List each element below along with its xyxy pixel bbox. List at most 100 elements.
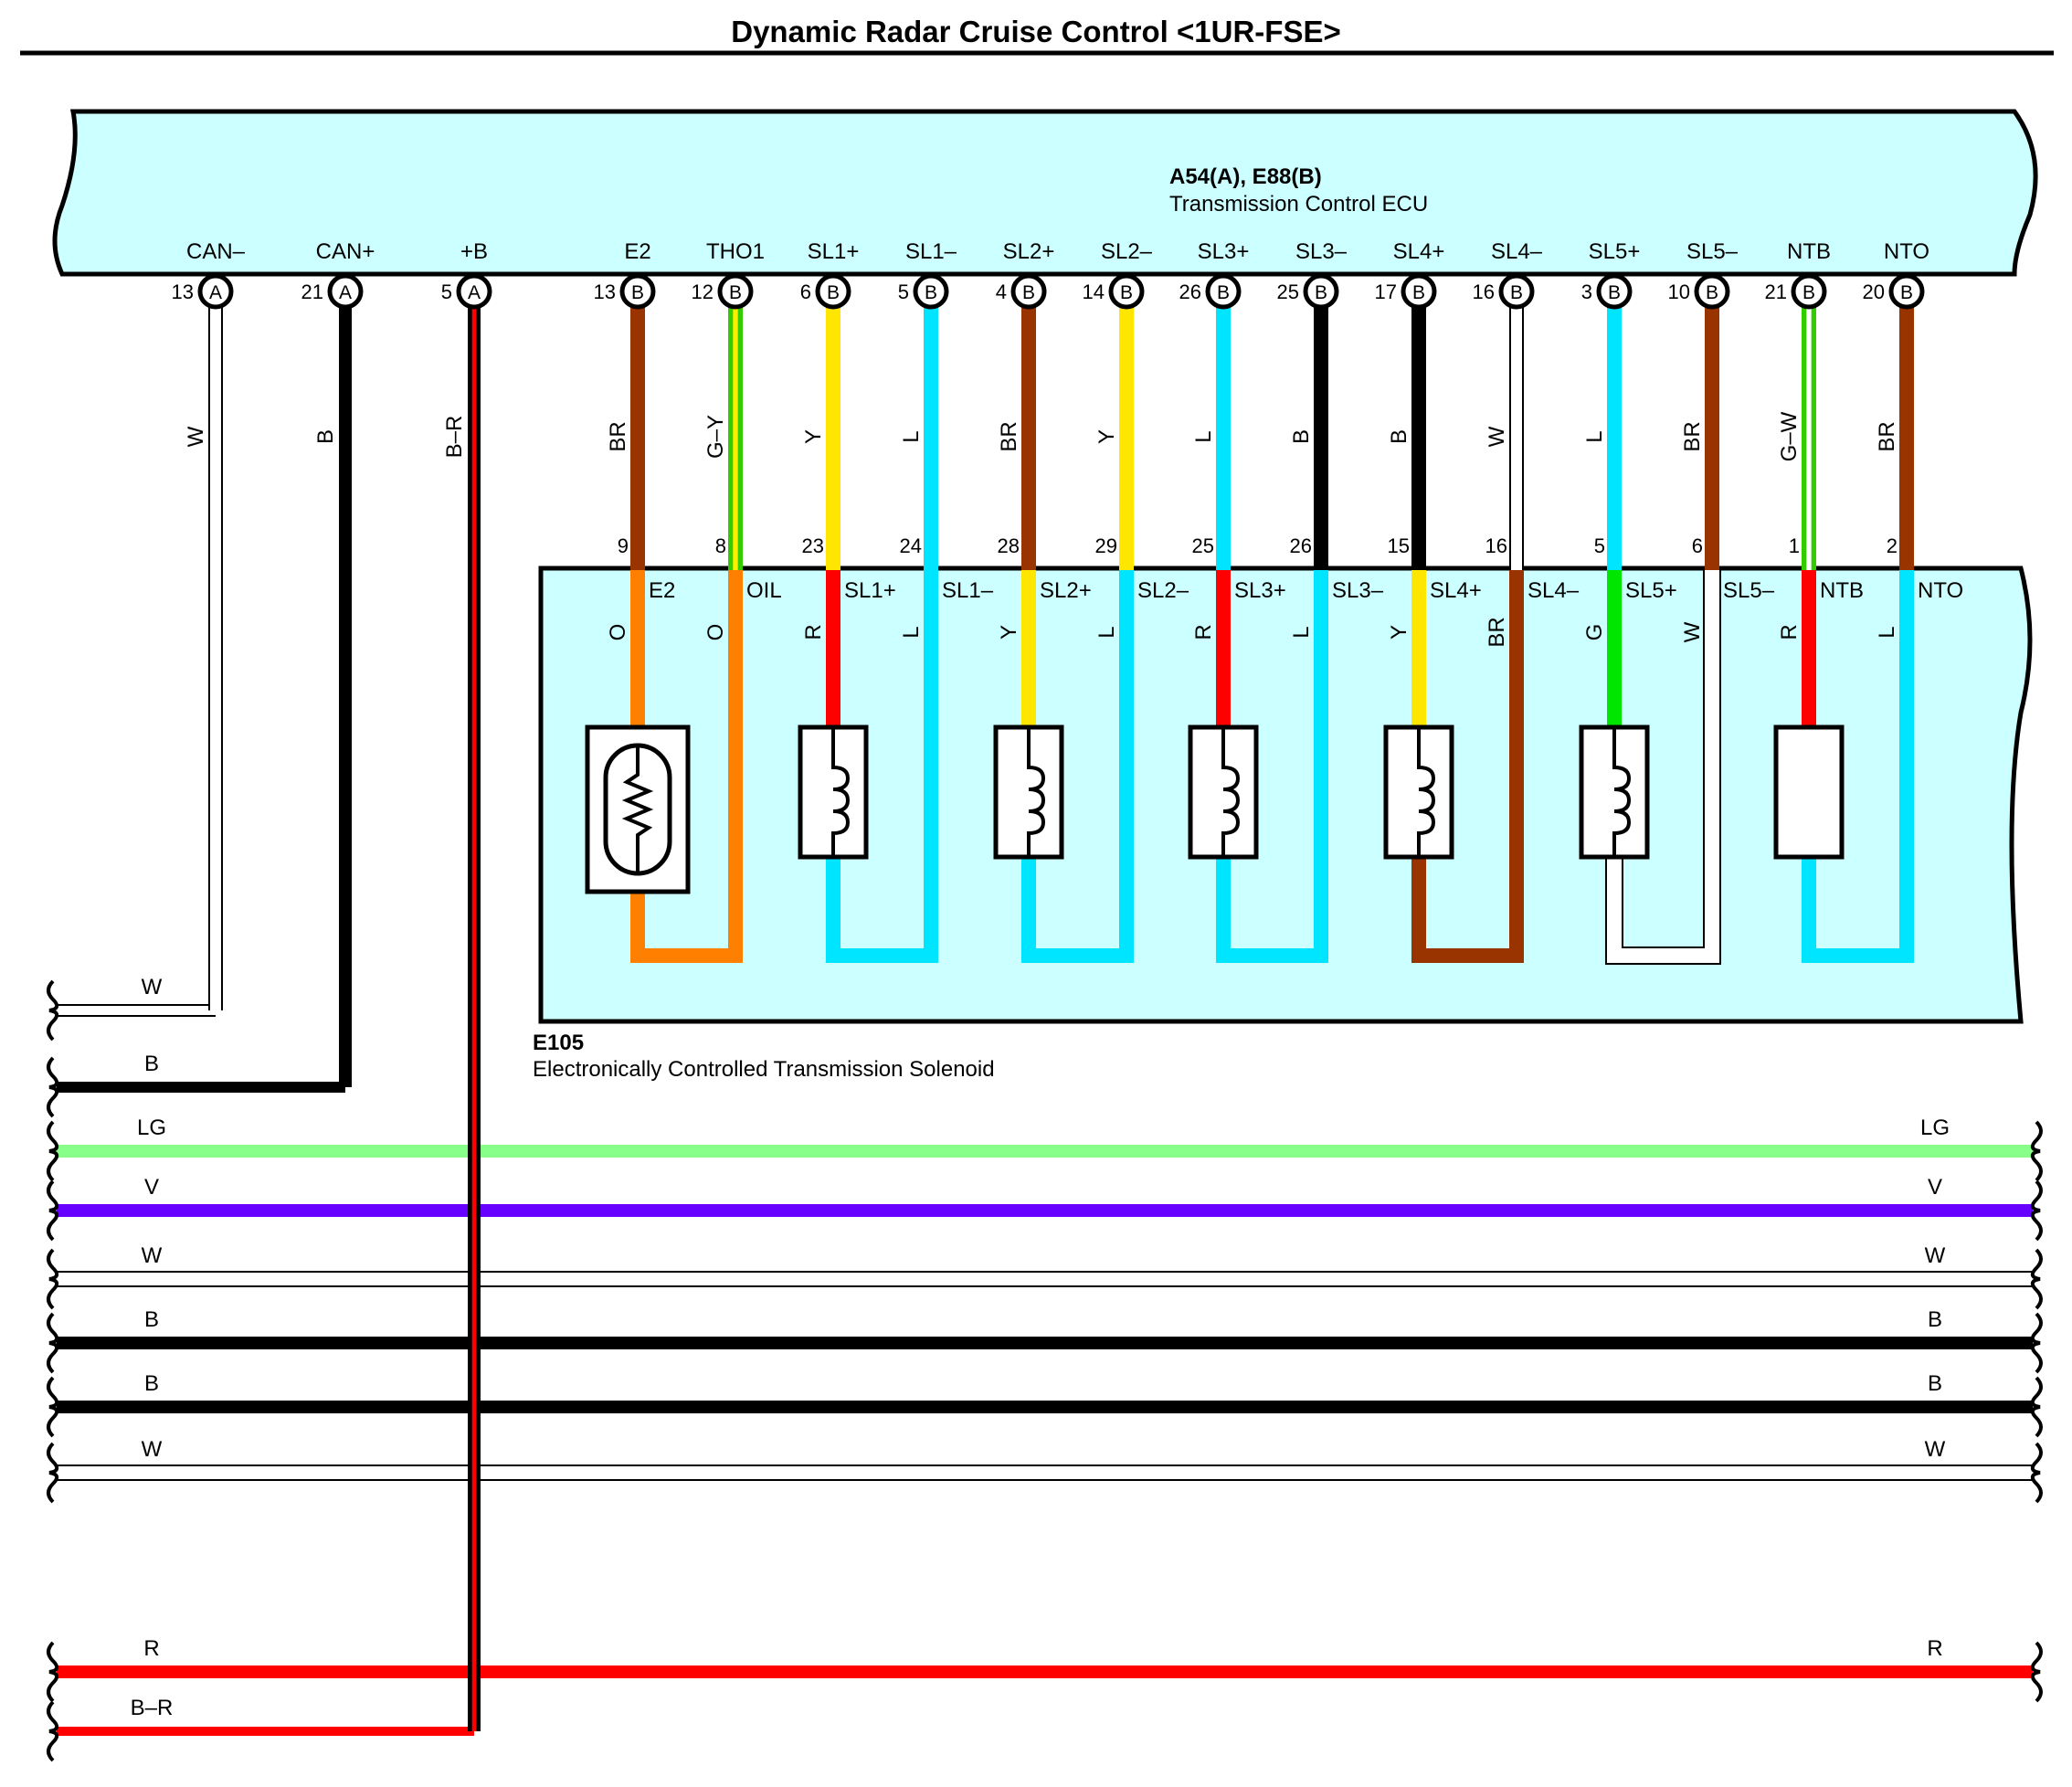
bus-1: B [47,1052,345,1118]
solenoid-pin-number: 15 [1388,534,1410,557]
solenoid-wire-code: O [703,624,728,641]
bus-break-right [2030,1376,2043,1438]
solenoid-wire-code: L [1289,626,1314,638]
bus-label-left: W [142,1243,163,1268]
solenoid-wire-code: L [899,626,924,638]
solenoid-coil-icon [1188,724,1259,860]
labels: E2OOILOSL1+RSL1–LSL2+YSL2–LSL3+RSL3–LSL4… [606,578,1963,648]
solenoid-loop [826,570,938,963]
ecu-pin-number: 13 [172,280,194,303]
ecu-terminal-label: SL3– [1295,239,1348,264]
wire-code: G–Y [703,415,728,459]
solenoid-terminal-label: SL3– [1332,578,1384,603]
page-title: Dynamic Radar Cruise Control <1UR-FSE> [731,15,1341,48]
solenoid-terminal-5: SL2–L [1094,578,1189,639]
connector-letter: B [1120,282,1133,303]
terminal-circle-icon [1401,273,1437,310]
solenoid-pin-number: 23 [802,534,824,557]
ecu-terminal-label: SL1– [905,239,957,264]
ecu-pin-number: 25 [1277,280,1299,303]
bus-label-right: B [1928,1307,1942,1332]
bus-label-right: W [1925,1243,1946,1268]
ecu-pin-number: 14 [1083,280,1105,303]
solenoid-terminal-label: OIL [746,578,782,603]
bus-break-right [2030,1120,2043,1182]
bus-label-left: W [142,1437,163,1462]
ecu-terminal-label: +B [460,239,488,264]
bus-label-right: LG [1920,1116,1950,1140]
terminal-circle-icon [717,273,754,310]
wire-code: L [899,430,924,442]
connector-letter: A [209,282,222,303]
bus-break-left [47,1376,59,1438]
wire-code: B [313,429,338,444]
ecu-terminal-label: SL5+ [1589,239,1641,264]
harness-wires [208,291,1914,1731]
connector-letter: B [1510,282,1523,303]
bus-label-left: R [143,1636,159,1661]
solenoid-terminal-label: SL4+ [1430,578,1482,603]
solenoid-terminal-9: SL4–BR [1485,578,1580,648]
ecu-terminal-label: SL4– [1491,239,1543,264]
bus-break-right [2030,1442,2043,1504]
solenoid-terminal-8: SL4+Y [1387,578,1482,640]
bus-break-left [47,1179,59,1242]
solenoid-wire-code: O [606,624,630,641]
solenoid-wire-code: G [1582,624,1607,641]
solenoid-coil-icon [1579,724,1650,860]
ecu-terminal-label: CAN+ [316,239,375,264]
solenoid-terminal-11: SL5–W [1680,578,1775,642]
connector-letter: B [1217,282,1230,303]
terminal-circle-icon [1596,273,1633,310]
solenoid-wire-code: L [1094,626,1119,638]
solenoid-pin-number: 1 [1789,534,1800,557]
connector-letter: B [631,282,644,303]
ecu-terminal-label: NTO [1884,239,1929,264]
ecu-pin-number: 26 [1179,280,1201,303]
ecu-pin-number: 4 [996,280,1007,303]
ecu-pin-number: 17 [1375,280,1397,303]
solenoid-pin-number: 28 [998,534,1020,557]
terminal-circle-icon [815,273,851,310]
solenoid-coil-icon [993,724,1064,860]
connector-letter: B [1706,282,1718,303]
terminal-circle-icon [1303,273,1339,310]
solenoid-terminal-label: SL1– [942,578,994,603]
ecu-terminal-label: THO1 [706,239,765,264]
ecu-pin-number: 5 [898,280,909,303]
bus-label-right: V [1928,1175,1942,1200]
bus-break-right [2030,1179,2043,1242]
bus-9: B–R [47,1696,474,1762]
bus-break-left [47,1442,59,1504]
wire-code: Y [1094,429,1119,444]
bus-label-right: R [1927,1636,1942,1661]
solenoid-pin-number: 9 [618,534,629,557]
solenoid-pin-number: 2 [1887,534,1898,557]
terminal-circle-icon [1010,273,1047,310]
bus-label-right: W [1925,1437,1946,1462]
ecu-terminal-label: SL5– [1686,239,1739,264]
solenoid-connector-label: E105 [533,1031,584,1055]
speed-sensor-icon [1773,724,1845,860]
ecu-terminal-label: SL4+ [1393,239,1445,264]
solenoid-loop [1411,570,1524,963]
ecu-pin-number: 13 [594,280,616,303]
ecu-pin-number: 3 [1581,280,1592,303]
